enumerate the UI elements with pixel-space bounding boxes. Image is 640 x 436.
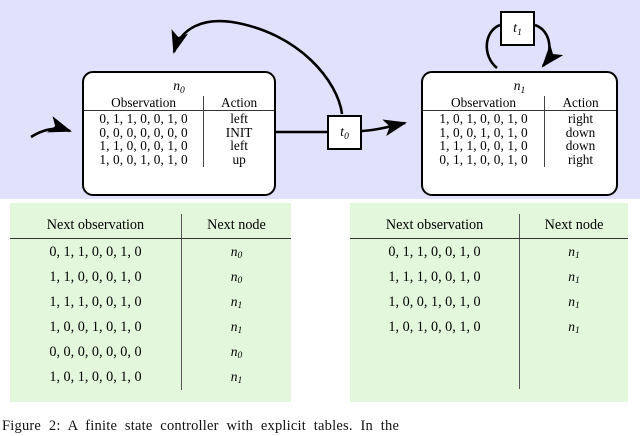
observation-cell: 0, 0, 0, 0, 0, 0, 0 <box>84 125 205 140</box>
next-observation-cell: 0, 0, 0, 0, 0, 0, 0 <box>10 339 182 365</box>
table-row: 1, 0, 0, 1, 0, 1, 0 n1 <box>350 289 628 315</box>
observation-cell: 1, 1, 1, 0, 0, 1, 0 <box>423 139 546 154</box>
next-observation-cell: 0, 1, 1, 0, 0, 1, 0 <box>10 238 182 265</box>
action-cell: down <box>565 124 596 140</box>
fsc-edges-svg <box>30 19 564 139</box>
observation-cell: 0, 1, 1, 0, 0, 1, 0 <box>84 110 205 126</box>
node-n1-header-action: Action <box>544 95 616 112</box>
observation-cell: 0, 1, 1, 0, 0, 1, 0 <box>423 153 546 168</box>
table-row: 1, 1, 1, 0, 0, 1, 0 n1 <box>10 289 291 315</box>
table-row: 1, 0, 1, 0, 0, 1, 0 n1 <box>10 364 291 390</box>
table-row: 0, 0, 0, 0, 0, 0, 0 n0 <box>10 339 291 365</box>
transition-box-t0[interactable]: t0 <box>327 115 362 150</box>
observation-cell: 1, 0, 1, 0, 0, 1, 0 <box>423 110 546 126</box>
transition-table-t0: Next observation Next node 0, 1, 1, 0, 0… <box>10 214 291 390</box>
table-row: 1, 0, 1, 0, 0, 1, 0 n1 <box>350 314 628 340</box>
action-cell: INIT <box>225 124 253 140</box>
table-row: 1, 1, 1, 0, 0, 1, 0 n1 <box>350 264 628 290</box>
next-node-cell: n1 <box>568 243 580 261</box>
table-row: 0, 1, 1, 0, 0, 1, 0 right <box>423 152 616 168</box>
table-row-empty <box>350 339 628 365</box>
node-n1-title: n1 <box>513 78 526 96</box>
action-cell: left <box>230 110 248 126</box>
action-cell: right <box>567 110 594 126</box>
table-row: 1, 0, 1, 0, 0, 1, 0 right <box>423 110 616 126</box>
transition-table-t0-panel: Next observation Next node 0, 1, 1, 0, 0… <box>10 203 291 402</box>
next-node-cell: n1 <box>568 293 580 312</box>
observation-cell: 1, 0, 0, 1, 0, 1, 0 <box>84 153 205 168</box>
node-n0-title: n0 <box>173 78 185 96</box>
table-row: 0, 1, 1, 0, 0, 1, 0 n1 <box>350 238 628 265</box>
next-node-cell: n1 <box>568 268 580 287</box>
table-header-row: Observation Action <box>423 95 616 112</box>
table-row: 1, 1, 1, 0, 0, 1, 0 down <box>423 138 616 154</box>
node-n0-header-observation: Observation <box>84 95 205 112</box>
next-observation-cell: 1, 0, 1, 0, 0, 1, 0 <box>350 314 521 340</box>
action-cell: down <box>565 138 596 154</box>
observation-cell: 1, 0, 0, 1, 0, 1, 0 <box>423 125 546 140</box>
next-observation-cell: 1, 1, 1, 0, 0, 1, 0 <box>10 289 182 315</box>
table-row: 1, 0, 0, 1, 0, 1, 0 n1 <box>10 314 291 340</box>
next-observation-cell: 1, 0, 0, 1, 0, 1, 0 <box>10 314 182 340</box>
next-node-cell <box>520 340 628 365</box>
table-row: 1, 1, 0, 0, 0, 1, 0 left <box>84 138 274 154</box>
table-row: 1, 1, 0, 0, 0, 1, 0 n0 <box>10 264 291 290</box>
next-observation-cell: 1, 0, 1, 0, 0, 1, 0 <box>10 364 182 390</box>
t0-header-next-node: Next node <box>181 214 291 240</box>
t1-header-next-observation: Next observation <box>350 214 521 240</box>
table-row-empty <box>350 364 628 390</box>
action-cell: right <box>567 152 594 168</box>
next-node-cell: n1 <box>230 293 243 312</box>
action-cell: left <box>230 138 248 154</box>
observation-cell: 1, 1, 0, 0, 0, 1, 0 <box>84 139 205 154</box>
next-observation-cell <box>350 364 521 390</box>
next-observation-cell: 1, 1, 1, 0, 0, 1, 0 <box>350 264 521 290</box>
transition-table-t1: Next observation Next node 0, 1, 1, 0, 0… <box>350 214 628 390</box>
t1-to-n1-edge <box>534 23 564 68</box>
next-node-cell: n0 <box>230 243 243 261</box>
figure-caption: Figure 2: A finite state controller with… <box>2 418 400 434</box>
fsc-node-n0[interactable]: n0 Observation Action 0, 1, 1, 0, 0, 1, … <box>82 71 276 196</box>
t1-header-next-node: Next node <box>519 214 628 240</box>
table-header-row: Observation Action <box>84 95 274 112</box>
start-edge <box>30 116 72 139</box>
t0-to-n0-edge <box>171 19 344 115</box>
table-row: 1, 0, 0, 1, 0, 1, 0 down <box>423 124 616 140</box>
table-row: 0, 0, 0, 0, 0, 0, 0 INIT <box>84 124 274 140</box>
next-observation-cell: 1, 1, 0, 0, 0, 1, 0 <box>10 264 182 290</box>
next-observation-cell: 0, 1, 1, 0, 0, 1, 0 <box>350 238 521 265</box>
transition-table-t1-panel: Next observation Next node 0, 1, 1, 0, 0… <box>350 203 628 402</box>
table-row: 0, 1, 1, 0, 0, 1, 0 n0 <box>10 238 291 265</box>
node-n1-table: Observation Action 1, 0, 1, 0, 0, 1, 0 r… <box>423 95 616 168</box>
table-header-row: Next observation Next node <box>350 214 628 240</box>
node-n0-header-action: Action <box>203 95 274 112</box>
next-observation-cell <box>350 339 521 365</box>
node-n0-table: Observation Action 0, 1, 1, 0, 0, 1, 0 l… <box>84 95 274 168</box>
t0-to-n1-edge <box>361 119 408 137</box>
next-node-cell <box>520 364 628 389</box>
next-node-cell: n0 <box>230 268 243 287</box>
fsc-node-n1[interactable]: n1 Observation Action 1, 0, 1, 0, 0, 1, … <box>421 71 618 196</box>
next-node-cell: n1 <box>568 318 580 337</box>
node-n1-header-observation: Observation <box>423 95 546 112</box>
next-node-cell: n1 <box>230 368 243 387</box>
next-observation-cell: 1, 0, 0, 1, 0, 1, 0 <box>350 289 521 315</box>
table-row: 0, 1, 1, 0, 0, 1, 0 left <box>84 110 274 126</box>
t0-header-next-observation: Next observation <box>10 214 182 240</box>
fsc-diagram-panel: n0 Observation Action 0, 1, 1, 0, 0, 1, … <box>0 0 640 199</box>
action-cell: up <box>232 152 246 168</box>
table-header-row: Next observation Next node <box>10 214 291 240</box>
table-row: 1, 0, 0, 1, 0, 1, 0 up <box>84 152 274 168</box>
next-node-cell: n1 <box>230 318 243 337</box>
transition-box-t1[interactable]: t1 <box>500 11 535 46</box>
n1-to-t1-edge <box>485 23 501 70</box>
next-node-cell: n0 <box>230 343 243 362</box>
